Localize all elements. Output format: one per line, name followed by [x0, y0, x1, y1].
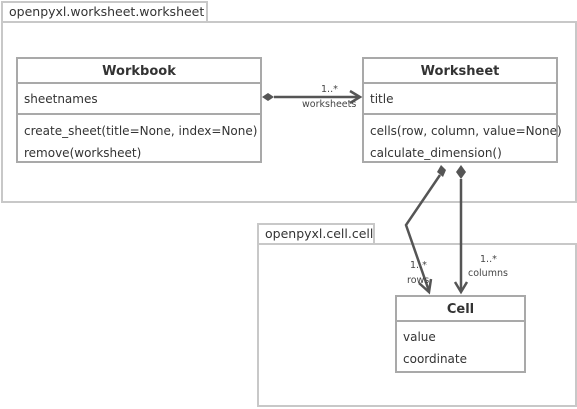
arrowhead-icon	[418, 278, 433, 295]
class-name-worksheet: Worksheet	[364, 59, 556, 84]
class-workbook[interactable]: Workbook sheetnames create_sheet(title=N…	[16, 57, 262, 163]
package-label-worksheet: openpyxl.worksheet.worksheet	[9, 4, 205, 19]
label-worksheets-multiplicity: 1..*	[321, 84, 338, 95]
method-cells: cells(row, column, value=None)	[370, 124, 562, 138]
arrowhead-icon	[349, 89, 363, 105]
composition-diamond-icon	[262, 93, 274, 101]
package-tab-cell: openpyxl.cell.cell	[257, 223, 375, 245]
method-calculate-dimension: calculate_dimension()	[370, 146, 502, 160]
class-attributes-worksheet: title	[364, 84, 556, 115]
label-worksheets-role: worksheets	[302, 99, 357, 110]
class-methods-worksheet: cells(row, column, value=None) calculate…	[364, 115, 562, 164]
edge-worksheet-rows[interactable]	[404, 165, 446, 295]
label-columns-role: columns	[468, 268, 508, 279]
composition-diamond-icon	[437, 165, 446, 177]
class-name-cell: Cell	[397, 297, 524, 322]
edge-workbook-worksheets[interactable]	[262, 89, 363, 105]
package-label-cell: openpyxl.cell.cell	[265, 226, 374, 241]
method-remove: remove(worksheet)	[24, 146, 142, 160]
attribute-value: value	[403, 330, 436, 344]
class-name-workbook: Workbook	[18, 59, 260, 84]
arrowhead-icon	[453, 281, 469, 295]
attribute-title: title	[370, 92, 394, 106]
class-attributes-workbook: sheetnames	[18, 84, 260, 115]
edge-line-rows	[404, 174, 442, 292]
label-rows-multiplicity: 1..*	[410, 260, 427, 271]
class-attributes-cell: value coordinate	[397, 322, 524, 370]
edge-worksheet-columns[interactable]	[453, 165, 469, 295]
attribute-coordinate: coordinate	[403, 352, 468, 366]
composition-diamond-icon	[456, 165, 466, 179]
class-cell[interactable]: Cell value coordinate	[395, 295, 526, 373]
class-methods-workbook: create_sheet(title=None, index=None) rem…	[18, 115, 260, 164]
label-columns-multiplicity: 1..*	[480, 254, 497, 265]
attribute-sheetnames: sheetnames	[24, 92, 98, 106]
class-worksheet[interactable]: Worksheet title cells(row, column, value…	[362, 57, 562, 164]
label-rows-role: rows	[407, 275, 430, 286]
package-tab-worksheet: openpyxl.worksheet.worksheet	[1, 1, 208, 23]
method-create-sheet: create_sheet(title=None, index=None)	[24, 124, 258, 138]
